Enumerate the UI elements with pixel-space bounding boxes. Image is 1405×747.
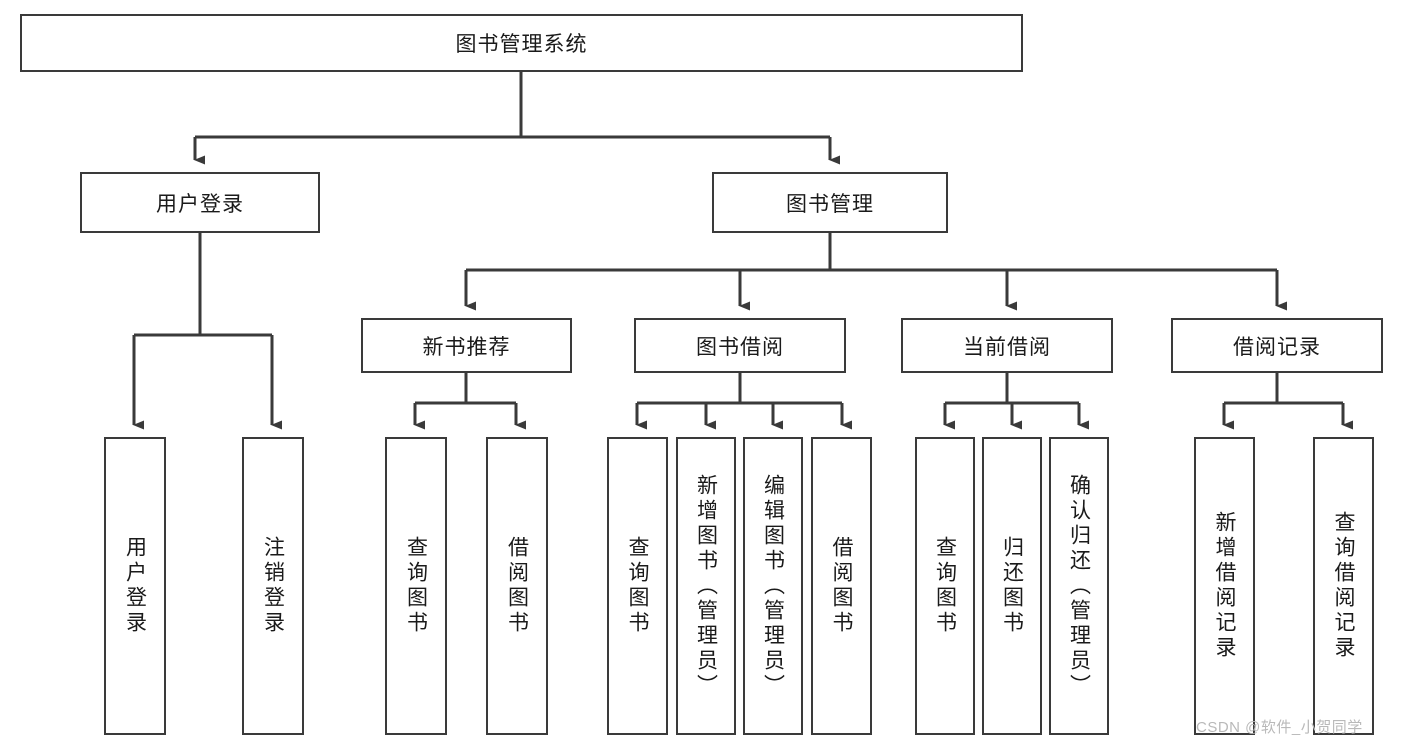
node-label: 用户登录 — [156, 192, 244, 216]
node-label: 当前借阅 — [963, 335, 1051, 359]
node-leaf-query-book-borrow[interactable]: 查询图书 — [607, 437, 668, 735]
node-root-book-management-system[interactable]: 图书管理系统 — [20, 14, 1023, 72]
node-user-login[interactable]: 用户登录 — [80, 172, 320, 233]
node-label: 确认归还（管理员） — [1067, 473, 1091, 699]
node-book-management[interactable]: 图书管理 — [712, 172, 948, 233]
node-label: 注销登录 — [261, 536, 285, 636]
node-leaf-add-borrow-record[interactable]: 新增借阅记录 — [1194, 437, 1255, 735]
node-label: 新书推荐 — [422, 335, 511, 359]
watermark: CSDN @软件_小贺同学 — [1196, 719, 1363, 736]
node-label: 查询图书 — [933, 536, 957, 636]
node-label: 图书管理 — [786, 192, 874, 216]
node-label: 查询借阅记录 — [1332, 511, 1355, 661]
node-label: 借阅记录 — [1233, 335, 1321, 359]
node-borrow-record[interactable]: 借阅记录 — [1171, 318, 1383, 373]
node-label: 归还图书 — [1000, 536, 1024, 636]
node-leaf-return-book[interactable]: 归还图书 — [982, 437, 1042, 735]
node-current-borrow[interactable]: 当前借阅 — [901, 318, 1113, 373]
node-label: 借阅图书 — [505, 536, 529, 636]
node-leaf-query-book-current[interactable]: 查询图书 — [915, 437, 975, 735]
node-leaf-logout[interactable]: 注销登录 — [242, 437, 304, 735]
node-label: 新增图书（管理员） — [694, 473, 718, 699]
node-leaf-add-book-admin[interactable]: 新增图书（管理员） — [676, 437, 736, 735]
node-label: 查询图书 — [404, 536, 428, 636]
node-label: 查询图书 — [626, 536, 649, 636]
node-label: 用户登录 — [123, 536, 147, 636]
node-leaf-user-login[interactable]: 用户登录 — [104, 437, 166, 735]
node-book-borrow[interactable]: 图书借阅 — [634, 318, 846, 373]
node-leaf-query-borrow-record[interactable]: 查询借阅记录 — [1313, 437, 1374, 735]
node-label: 新增借阅记录 — [1213, 511, 1236, 661]
node-leaf-borrow-book[interactable]: 借阅图书 — [811, 437, 872, 735]
node-leaf-query-book-recommend[interactable]: 查询图书 — [385, 437, 447, 735]
node-leaf-edit-book-admin[interactable]: 编辑图书（管理员） — [743, 437, 803, 735]
node-label: 图书借阅 — [696, 335, 784, 359]
node-leaf-confirm-return-admin[interactable]: 确认归还（管理员） — [1049, 437, 1109, 735]
node-label: 图书管理系统 — [455, 33, 588, 56]
node-label: 编辑图书（管理员） — [761, 473, 785, 699]
node-label: 借阅图书 — [830, 536, 853, 636]
node-new-book-recommend[interactable]: 新书推荐 — [361, 318, 572, 373]
node-leaf-borrow-book-recommend[interactable]: 借阅图书 — [486, 437, 548, 735]
